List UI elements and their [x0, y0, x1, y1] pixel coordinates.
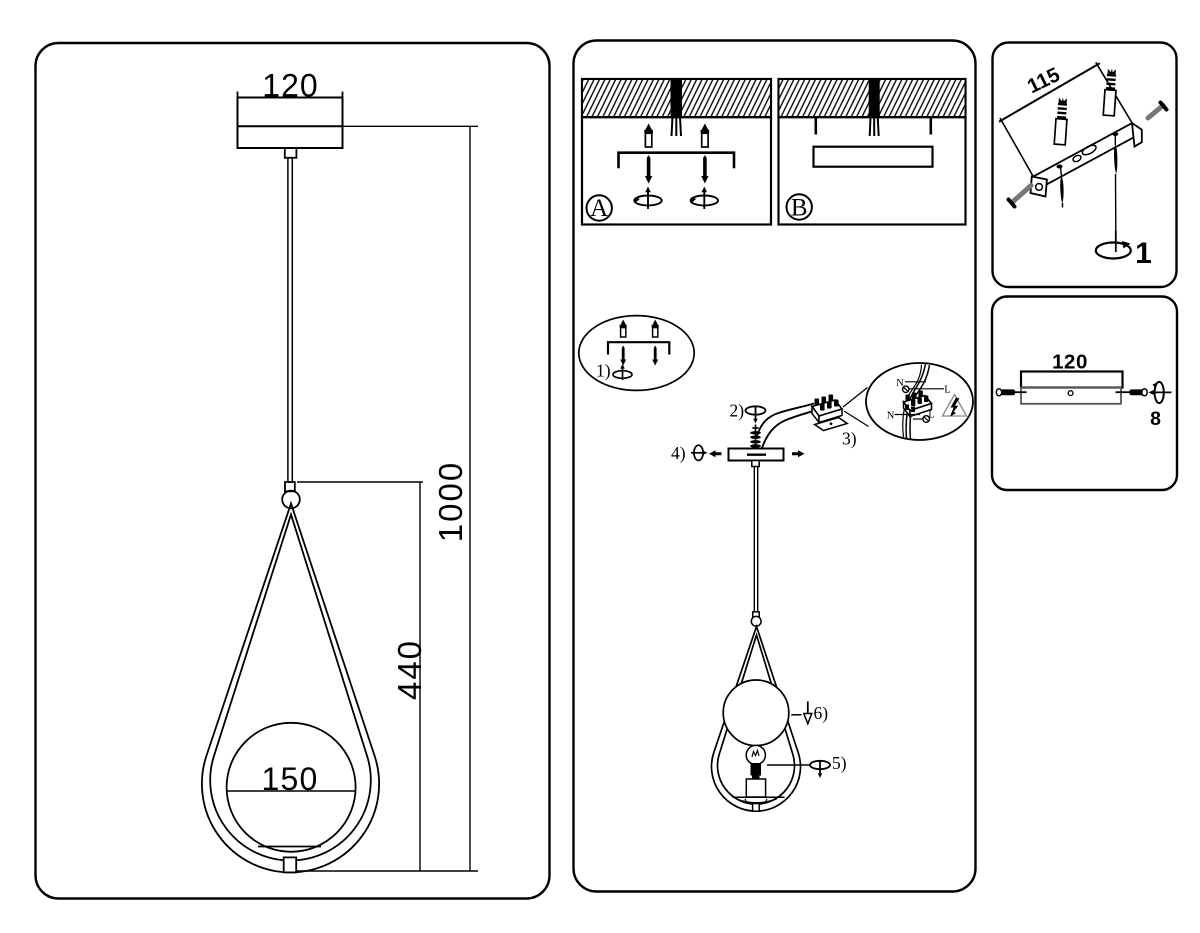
svg-text:N: N — [896, 378, 904, 389]
svg-text:L: L — [944, 385, 950, 396]
svg-text:A: A — [590, 195, 608, 222]
svg-text:1): 1) — [596, 361, 611, 381]
svg-text:2): 2) — [730, 401, 745, 421]
svg-text:1000: 1000 — [432, 461, 469, 542]
svg-text:440: 440 — [391, 639, 428, 700]
svg-text:B: B — [791, 195, 808, 222]
svg-text:6): 6) — [814, 703, 829, 723]
svg-text:120: 120 — [262, 68, 318, 104]
svg-text:1: 1 — [1135, 237, 1152, 270]
svg-text:4): 4) — [671, 443, 686, 463]
svg-text:5): 5) — [832, 753, 847, 773]
svg-text:N: N — [887, 411, 895, 422]
svg-text:3): 3) — [842, 429, 857, 449]
svg-text:L: L — [928, 410, 934, 421]
svg-text:8: 8 — [1150, 408, 1161, 430]
svg-text:120: 120 — [1052, 351, 1088, 374]
svg-text:150: 150 — [262, 761, 319, 797]
svg-text:115: 115 — [1024, 63, 1064, 98]
